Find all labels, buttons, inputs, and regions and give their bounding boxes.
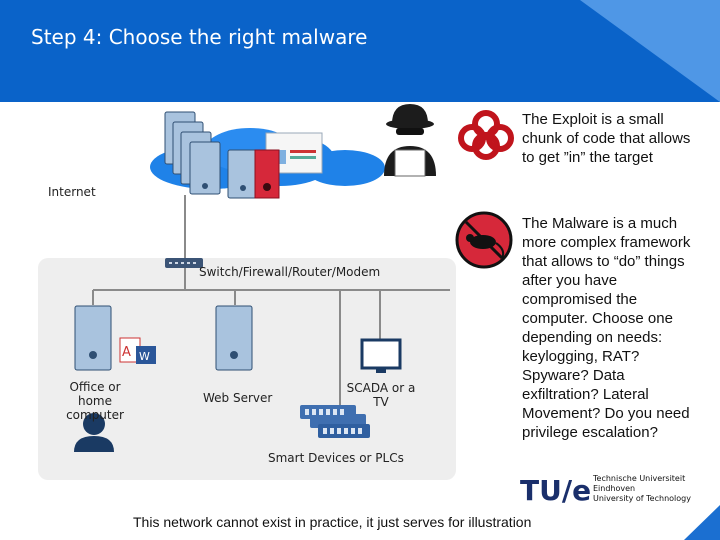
malware-rat-icon <box>455 211 513 269</box>
tue-logo-mark: TU/e <box>520 474 591 507</box>
tue-line2: Eindhoven <box>593 484 636 493</box>
tue-line1: Technische Universiteit <box>593 474 686 483</box>
scada-label: SCADA or a TV <box>346 381 416 409</box>
slide-title: Step 4: Choose the right malware <box>31 25 368 49</box>
tue-logo-text: Technische Universiteit Eindhoven Univer… <box>593 474 691 504</box>
web-server-icon <box>215 305 253 371</box>
cloud-servers-icon <box>164 111 259 199</box>
svg-text:W: W <box>139 350 150 363</box>
office-computer-label: Office or home computer <box>66 380 124 422</box>
hacker-laptop-icon <box>394 149 426 177</box>
malicious-server-icon <box>254 149 280 199</box>
malware-description: The Malware is a much more complex frame… <box>522 215 691 441</box>
office-computer-icon <box>74 305 112 371</box>
header-accent <box>580 0 720 102</box>
slide-header: Step 4: Choose the right malware <box>0 0 720 102</box>
user-avatar-icon <box>74 413 114 452</box>
corner-accent <box>684 505 720 540</box>
scada-monitor-icon <box>360 338 402 373</box>
exploit-description: The Exploit is a small chunk of code tha… <box>522 111 691 166</box>
footer-note: This network cannot exist in practice, i… <box>133 514 532 530</box>
tue-line3: University of Technology <box>593 494 691 503</box>
office-apps-icon: A W <box>119 337 156 364</box>
smart-devices-label: Smart Devices or PLCs <box>268 451 404 465</box>
web-server-label: Web Server <box>203 391 273 405</box>
network-links <box>92 195 450 405</box>
internet-label: Internet <box>48 185 96 199</box>
switch-label: Switch/Firewall/Router/Modem <box>199 265 381 279</box>
plc-devices-icon <box>300 405 370 438</box>
switch-icon <box>165 258 203 268</box>
svg-text:A: A <box>122 345 131 360</box>
